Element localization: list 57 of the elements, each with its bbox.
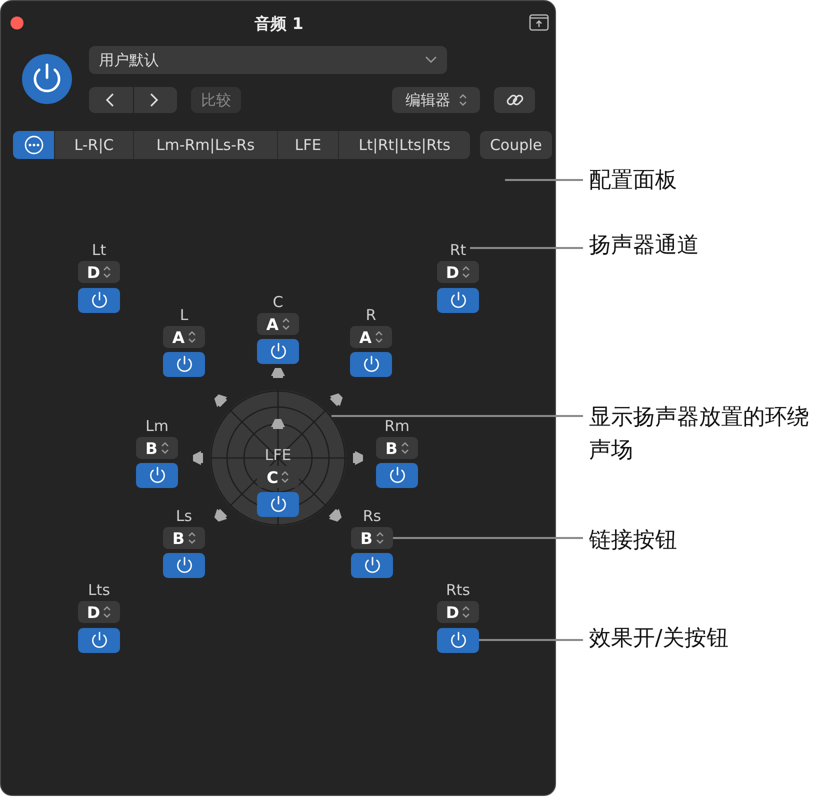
effect-power-button [376,463,418,488]
effect-power-button [257,492,299,517]
callout-text: 链接按钮 [589,527,678,555]
channel-name: R [364,306,378,324]
link-selector: B [163,527,205,549]
effect-power-button [257,339,299,364]
leader-line [393,537,583,539]
channel-name: L [178,306,190,324]
effect-power-button [136,463,178,488]
surround-field [210,390,346,526]
link-selector: D [437,601,479,623]
tab: LFE [277,131,338,159]
view-menu: 编辑器 [392,87,480,113]
compare-button: 比较 [191,87,241,113]
leader-line [331,415,583,417]
couple-button: Couple [480,131,552,159]
callout-text: 配置面板 [589,167,678,195]
callout-text: 扬声器通道 [589,232,700,260]
callout-text: 显示扬声器放置的环绕声场 [589,404,810,465]
link-selector: B [136,437,178,459]
link-selector: A [350,326,392,348]
more-button [13,131,54,159]
link-selector: D [437,261,479,283]
leader-line [479,639,583,641]
effect-power-button [437,628,479,653]
effect-power-button [350,352,392,377]
link-selector: D [78,601,120,623]
channel-name: Rt [448,241,468,259]
channel-name: Rts [444,581,472,599]
channel-name: C [272,293,284,311]
channel-name: Lt [90,241,108,259]
effect-power-button [351,553,393,578]
channel-name: Lm [144,417,170,435]
link-selector: A [257,313,299,335]
link-selector: D [78,261,120,283]
tab: Lm-Rm|Ls-Rs [133,131,277,159]
channel-name: LFE [264,446,292,464]
effect-power-button [163,553,205,578]
effect-power-button [437,288,479,313]
tab: Lt|Rt|Lts|Rts [338,131,470,159]
effect-power-button [163,352,205,377]
link-selector: B [376,437,418,459]
callout-text: 效果开/关按钮 [589,625,730,653]
window-title: 音频 1 [254,12,304,34]
channel-name: Rs [362,507,382,525]
preset-dropdown: 用户默认 [89,46,447,74]
leader-line [470,247,583,249]
channel-name: Ls [174,507,194,525]
power-button [22,54,72,104]
link-selector: C [257,466,299,488]
leader-line [505,179,583,181]
channel-name: Lts [86,581,112,599]
link-selector: B [351,527,393,549]
effect-power-button [78,288,120,313]
effect-power-button [78,628,120,653]
link-selector: A [163,326,205,348]
channel-name: Rm [383,417,411,435]
